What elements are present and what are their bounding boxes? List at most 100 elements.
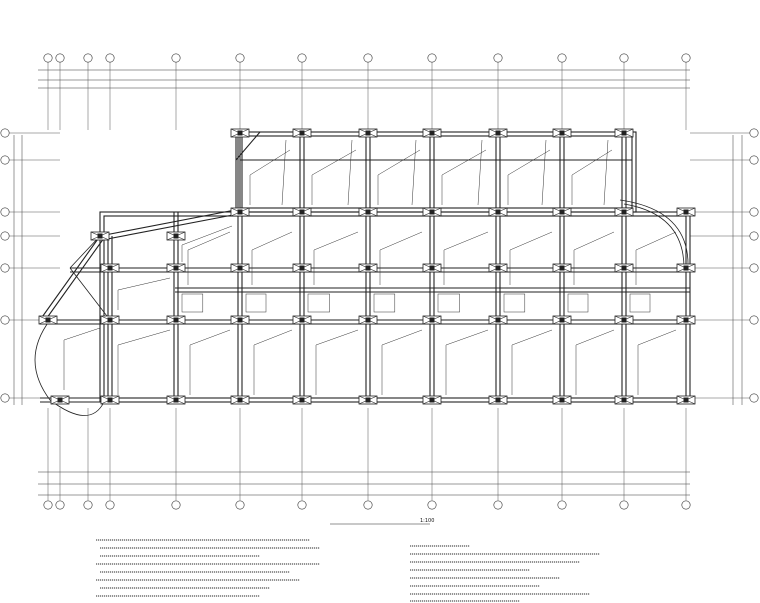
grid-bubble-right xyxy=(749,263,759,273)
column-block xyxy=(230,207,250,217)
grid-bubble-bottom xyxy=(235,500,245,510)
column-block xyxy=(488,128,508,138)
column-block xyxy=(292,315,312,325)
column-block xyxy=(614,315,634,325)
slab-rebar-line xyxy=(281,139,287,206)
grid-bubble-top xyxy=(105,53,115,63)
slab-strip-box xyxy=(373,293,396,313)
column-block xyxy=(230,395,250,405)
column-block xyxy=(676,263,696,273)
grid-bubble-bottom xyxy=(427,500,437,510)
column-block xyxy=(488,207,508,217)
grid-bubble-bottom xyxy=(43,500,53,510)
column-block xyxy=(292,395,312,405)
bottom-dimension-lines xyxy=(38,471,690,496)
column-block xyxy=(358,315,378,325)
slab-strip-box xyxy=(181,293,204,313)
column-block xyxy=(50,395,70,405)
column-block xyxy=(100,315,120,325)
grid-bubble-bottom xyxy=(55,500,65,510)
slab-rebar-line xyxy=(181,225,233,262)
column-block xyxy=(422,263,442,273)
column-block xyxy=(552,395,572,405)
grid-bubble-bottom xyxy=(619,500,629,510)
grid-bubble-top xyxy=(493,53,503,63)
column-block xyxy=(100,395,120,405)
column-block xyxy=(166,395,186,405)
slab-rebar-line xyxy=(253,329,293,395)
column-block xyxy=(422,207,442,217)
slab-rebar-line xyxy=(313,231,359,285)
column-block xyxy=(166,315,186,325)
grid-bubble-bottom xyxy=(297,500,307,510)
column-block xyxy=(292,263,312,273)
slab-rebar-line xyxy=(443,231,489,285)
drawing-scale: 1:100 xyxy=(420,518,434,524)
column-block xyxy=(166,263,186,273)
column-block xyxy=(676,207,696,217)
slab-rebar-line xyxy=(347,139,353,206)
slab-rebar-line xyxy=(377,149,421,205)
grid-bubble-bottom xyxy=(363,500,373,510)
grid-bubble-right xyxy=(749,155,759,165)
slab-rebar-line xyxy=(379,231,423,285)
curved-edges xyxy=(34,199,689,416)
grid-bubble-top xyxy=(297,53,307,63)
column-block xyxy=(422,315,442,325)
grid-bubble-right xyxy=(749,231,759,241)
slab-rebar-line xyxy=(575,329,615,395)
slab-rebar-line xyxy=(445,329,489,395)
grid-bubble-top xyxy=(235,53,245,63)
slab-rebar-line xyxy=(411,139,417,206)
column-block xyxy=(166,231,186,241)
top-dimension-lines xyxy=(38,69,690,89)
slab-rebar-line xyxy=(189,329,231,395)
column-block xyxy=(358,207,378,217)
column-block xyxy=(422,128,442,138)
slab-rebar-line xyxy=(441,149,487,205)
slab-rebar-line xyxy=(381,329,423,395)
grid-bubble-top xyxy=(427,53,437,63)
slab-rebar-line xyxy=(637,329,677,395)
slab-rebar-line xyxy=(509,231,553,285)
grid-bubble-top xyxy=(171,53,181,63)
grid-bubble-top xyxy=(557,53,567,63)
column-block xyxy=(90,231,110,241)
column-block xyxy=(614,128,634,138)
column-block xyxy=(614,263,634,273)
column-block xyxy=(358,128,378,138)
grid-bubble-bottom xyxy=(105,500,115,510)
slab-rebar-line xyxy=(477,139,483,206)
column-block xyxy=(230,128,250,138)
slab-strip-box xyxy=(437,293,460,313)
slab-strip-box xyxy=(567,293,589,313)
grid-bubble-top xyxy=(43,53,53,63)
grid-bubble-right xyxy=(749,315,759,325)
column-block xyxy=(358,263,378,273)
grid-bubble-right xyxy=(749,128,759,138)
column-block xyxy=(358,395,378,405)
slab-rebar-line xyxy=(603,139,609,206)
column-block xyxy=(230,315,250,325)
column-block xyxy=(488,315,508,325)
column-block xyxy=(38,315,58,325)
column-block xyxy=(614,395,634,405)
grid-bubble-top xyxy=(83,53,93,63)
vertical-grid-lines xyxy=(47,62,687,500)
notes-text-texture xyxy=(96,539,600,602)
column-block xyxy=(292,207,312,217)
slab-strip-box xyxy=(307,293,330,313)
slab-strip-box xyxy=(629,293,651,313)
column-block xyxy=(552,128,572,138)
slab-rebar-line xyxy=(571,149,613,205)
grid-bubble-bottom xyxy=(493,500,503,510)
column-block xyxy=(100,263,120,273)
side-dimension-lines xyxy=(13,135,743,405)
slab-rebar-line xyxy=(311,149,357,205)
slab-rebar-line xyxy=(63,327,101,390)
slab-rebar-line xyxy=(251,231,293,285)
grid-bubble-top xyxy=(681,53,691,63)
grid-bubble-right xyxy=(749,207,759,217)
grid-bubble-left xyxy=(0,315,10,325)
